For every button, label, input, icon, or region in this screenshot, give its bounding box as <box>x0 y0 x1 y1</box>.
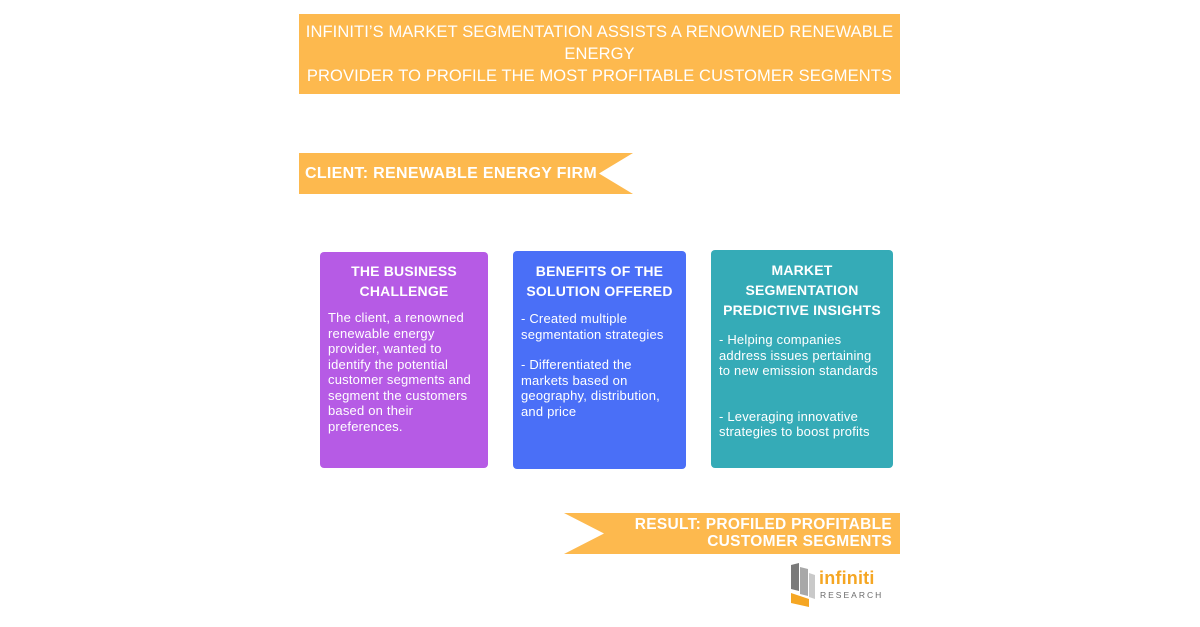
card-bullet: - Leveraging innovative strategies to bo… <box>719 408 870 440</box>
card-title-line: MARKET SEGMENTATION <box>745 262 859 298</box>
card-bullet: - Helping companies address issues perta… <box>719 332 878 378</box>
predictive-insights-card: MARKET SEGMENTATION PREDICTIVE INSIGHTS … <box>711 250 893 468</box>
card-title-line: THE BUSINESS <box>351 263 457 279</box>
card-title: BENEFITS OF THE SOLUTION OFFERED <box>521 261 678 301</box>
logo-wordmark: infiniti <box>819 568 875 588</box>
title-line-2: PROVIDER TO PROFILE THE MOST PROFITABLE … <box>306 67 893 85</box>
result-line: RESULT: PROFILED PROFITABLE <box>634 516 892 533</box>
card-paragraph: The client, a renowned renewable energy … <box>328 310 471 434</box>
business-challenge-card: THE BUSINESS CHALLENGE The client, a ren… <box>320 252 488 468</box>
card-bullet: - Differentiated the markets based on ge… <box>521 357 660 419</box>
card-bullet: - Created multiple segmentation strategi… <box>521 311 664 342</box>
client-ribbon-shape <box>299 153 633 194</box>
card-body: - Created multiple segmentation strategi… <box>521 311 678 419</box>
card-title: THE BUSINESS CHALLENGE <box>328 261 480 301</box>
logo-subtext: RESEARCH <box>820 590 884 600</box>
result-ribbon-shape <box>564 513 900 554</box>
card-title-line: CHALLENGE <box>359 283 449 299</box>
title-line-1: INFINITI’S MARKET SEGMENTATION ASSISTS A… <box>305 23 894 63</box>
card-title-line: SOLUTION OFFERED <box>526 283 673 299</box>
card-body: The client, a renowned renewable energy … <box>328 310 480 434</box>
title-banner: INFINITI’S MARKET SEGMENTATION ASSISTS A… <box>299 14 900 94</box>
infiniti-research-logo: infiniti RESEARCH <box>791 563 891 607</box>
result-ribbon: RESULT: PROFILED PROFITABLE CUSTOMER SEG… <box>564 513 900 554</box>
card-body: - Helping companies address issues perta… <box>719 332 885 440</box>
card-title: MARKET SEGMENTATION PREDICTIVE INSIGHTS <box>719 260 885 320</box>
result-label: RESULT: PROFILED PROFITABLE CUSTOMER SEG… <box>635 516 892 550</box>
client-label: CLIENT: RENEWABLE ENERGY FIRM <box>305 164 597 182</box>
logo-mark-icon <box>791 563 815 607</box>
result-line: CUSTOMER SEGMENTS <box>707 533 892 550</box>
solution-benefits-card: BENEFITS OF THE SOLUTION OFFERED - Creat… <box>513 251 686 469</box>
card-title-line: BENEFITS OF THE <box>535 263 664 279</box>
client-ribbon: CLIENT: RENEWABLE ENERGY FIRM <box>299 153 633 194</box>
card-title-line: PREDICTIVE INSIGHTS <box>723 302 881 318</box>
